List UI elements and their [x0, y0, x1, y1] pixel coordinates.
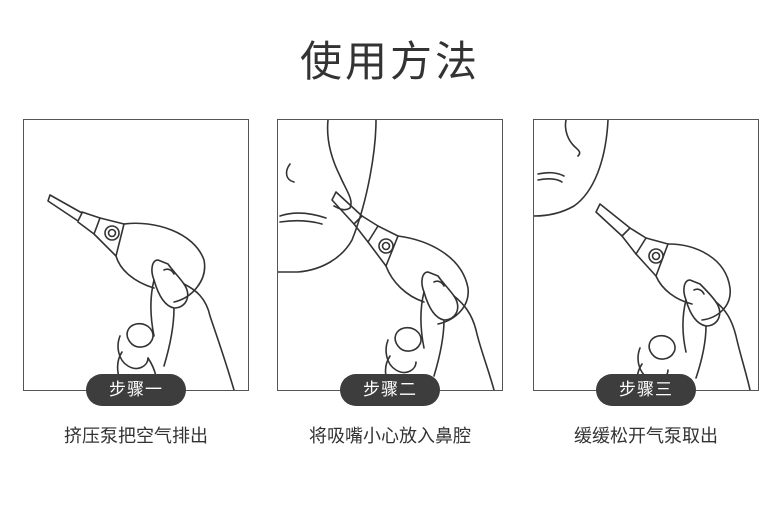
step-2-illustration	[277, 119, 503, 391]
page-title: 使用方法	[299, 37, 480, 86]
step-1-caption: 挤压泵把空气排出	[64, 426, 208, 447]
step-2-caption: 将吸嘴小心放入鼻腔	[309, 426, 471, 447]
step-1-card: 步骤一 挤压泵把空气排出	[23, 119, 249, 449]
step-3-illustration	[533, 119, 759, 391]
aspirator-icon	[595, 203, 731, 321]
step-1-illustration	[23, 119, 249, 391]
step-3-card: 步骤三 缓缓松开气泵取出	[533, 119, 759, 449]
aspirator-icon	[47, 194, 206, 303]
step-2-card: 步骤二 将吸嘴小心放入鼻腔	[277, 119, 503, 449]
aspirator-icon	[331, 191, 469, 325]
step-2-badge: 步骤二	[340, 374, 440, 406]
face-icon	[278, 120, 377, 273]
step-1-badge: 步骤一	[86, 374, 186, 406]
step-3-badge: 步骤三	[596, 374, 696, 406]
step-3-caption: 缓缓松开气泵取出	[574, 426, 718, 447]
face-icon	[534, 120, 609, 217]
hand-icon	[116, 259, 235, 390]
